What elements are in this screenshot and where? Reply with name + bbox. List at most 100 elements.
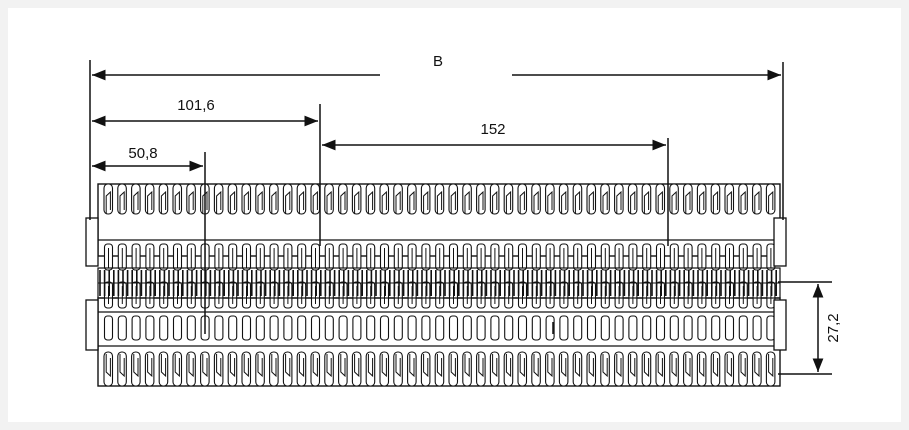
belt-tooth-notch-upper	[685, 190, 691, 214]
belt-tooth-upper	[655, 183, 666, 215]
belt-tooth-lower	[462, 351, 472, 387]
belt-tooth-upper	[641, 183, 652, 215]
belt-tooth-notch-lower	[285, 354, 291, 378]
label-27-2: 27,2	[825, 313, 842, 342]
belt-tooth-lower	[420, 351, 431, 387]
belt-tooth-upper	[296, 183, 307, 215]
belt-finger-lower-module	[504, 315, 514, 341]
belt-finger-lower-module	[159, 315, 169, 341]
belt-finger-lower-module	[310, 315, 321, 341]
belt-tooth-upper	[489, 183, 500, 215]
hinge-rod-zone	[97, 239, 781, 347]
belt-tooth-lower	[669, 351, 679, 387]
belt-tooth-notch-upper	[119, 190, 125, 214]
belt-finger-lower-module	[711, 315, 721, 341]
belt-tooth-notch-lower	[574, 354, 581, 378]
belt-tooth-notch-lower	[685, 354, 691, 378]
belt-tooth-lower	[572, 351, 583, 387]
belt-tooth-notch-lower	[381, 354, 387, 378]
belt-tooth-notch-upper	[257, 190, 263, 214]
belt-tooth-upper	[186, 183, 196, 215]
belt-tooth-upper	[696, 183, 707, 215]
belt-tooth-notch-lower	[298, 354, 305, 378]
belt-tooth-upper	[558, 183, 569, 215]
belt-tooth-upper	[393, 183, 403, 215]
belt-finger-lower-module	[697, 315, 707, 341]
belt-tooth-upper	[434, 183, 445, 215]
belt-tooth-upper	[765, 183, 776, 215]
belt-tooth-lower	[503, 351, 514, 387]
belt-tooth-notch-upper	[409, 190, 415, 214]
belt-tooth-upper	[448, 183, 459, 215]
belt-tooth-notch-lower	[133, 354, 139, 378]
belt-tooth-lower	[641, 351, 652, 387]
belt-tooth-notch-upper	[312, 190, 318, 214]
belt-tooth-notch-lower	[505, 354, 512, 378]
belt-tooth-notch-upper	[174, 190, 180, 214]
belt-finger-lower-module	[297, 315, 307, 341]
belt-tooth-notch-upper	[671, 190, 677, 214]
label-gap-B	[380, 66, 512, 82]
belt-tooth-notch-lower	[105, 354, 111, 378]
belt-tooth-upper	[669, 183, 679, 215]
belt-tooth-upper	[144, 183, 155, 215]
belt-tooth-upper	[462, 183, 472, 215]
belt-tooth-lower	[683, 351, 693, 387]
belt-tooth-notch-upper	[588, 190, 594, 214]
belt-tooth-notch-lower	[409, 354, 415, 378]
belt-tooth-notch-lower	[229, 354, 236, 378]
belt-tooth-notch-upper	[643, 190, 650, 214]
belt-tooth-upper	[131, 183, 141, 215]
belt-finger-lower-module	[214, 315, 224, 341]
belt-finger-lower-module	[642, 315, 652, 341]
belt-tooth-notch-upper	[423, 190, 429, 214]
belt-tooth-notch-upper	[740, 190, 746, 214]
belt-tooth-notch-upper	[285, 190, 291, 214]
belt-tooth-upper	[351, 183, 362, 215]
belt-finger-lower-module	[407, 315, 417, 341]
belt-tooth-notch-upper	[229, 190, 236, 214]
belt-tooth-lower	[434, 351, 445, 387]
belt-finger-lower-module	[573, 315, 583, 341]
belt-finger-lower-module	[338, 315, 348, 341]
belt-tooth-notch-lower	[354, 354, 360, 378]
belt-finger-lower-module	[241, 315, 252, 341]
belt-tooth-notch-lower	[616, 354, 622, 378]
belt-tooth-lower	[738, 351, 748, 387]
belt-finger-lower-module	[724, 315, 735, 341]
belt-tooth-lower	[144, 351, 155, 387]
belt-tooth-notch-lower	[630, 354, 636, 378]
belt-tooth-notch-lower	[478, 354, 484, 378]
belt-tooth-lower	[710, 351, 721, 387]
belt-tooth-lower	[351, 351, 362, 387]
belt-tooth-upper	[614, 183, 624, 215]
belt-finger-lower-module	[531, 315, 541, 341]
belt-finger-lower-module	[545, 315, 555, 341]
belt-tooth-lower	[269, 351, 279, 387]
belt-finger-lower-module	[435, 315, 445, 341]
right-edge-cap-bottom	[773, 299, 787, 351]
belt-tooth-lower	[655, 351, 666, 387]
belt-tooth-lower	[545, 351, 555, 387]
belt-tooth-upper	[710, 183, 721, 215]
belt-tooth-notch-lower	[561, 354, 567, 378]
belt-tooth-notch-upper	[367, 190, 374, 214]
belt-finger-lower-module	[628, 315, 638, 341]
belt-tooth-notch-upper	[519, 190, 525, 214]
belt-tooth-upper	[503, 183, 514, 215]
belt-tooth-upper	[324, 183, 334, 215]
belt-finger-lower-module	[421, 315, 431, 341]
label-101-6: 101,6	[177, 97, 215, 114]
modular-belt	[85, 183, 787, 387]
belt-tooth-notch-upper	[726, 190, 732, 214]
belt-tooth-notch-lower	[216, 354, 222, 378]
belt-finger-lower-module	[172, 315, 183, 341]
belt-finger-lower-module	[600, 315, 610, 341]
belt-tooth-upper	[282, 183, 293, 215]
belt-tooth-upper	[531, 183, 541, 215]
belt-tooth-lower	[282, 351, 293, 387]
belt-tooth-upper	[241, 183, 252, 215]
belt-tooth-lower	[586, 351, 597, 387]
belt-tooth-notch-upper	[395, 190, 401, 214]
